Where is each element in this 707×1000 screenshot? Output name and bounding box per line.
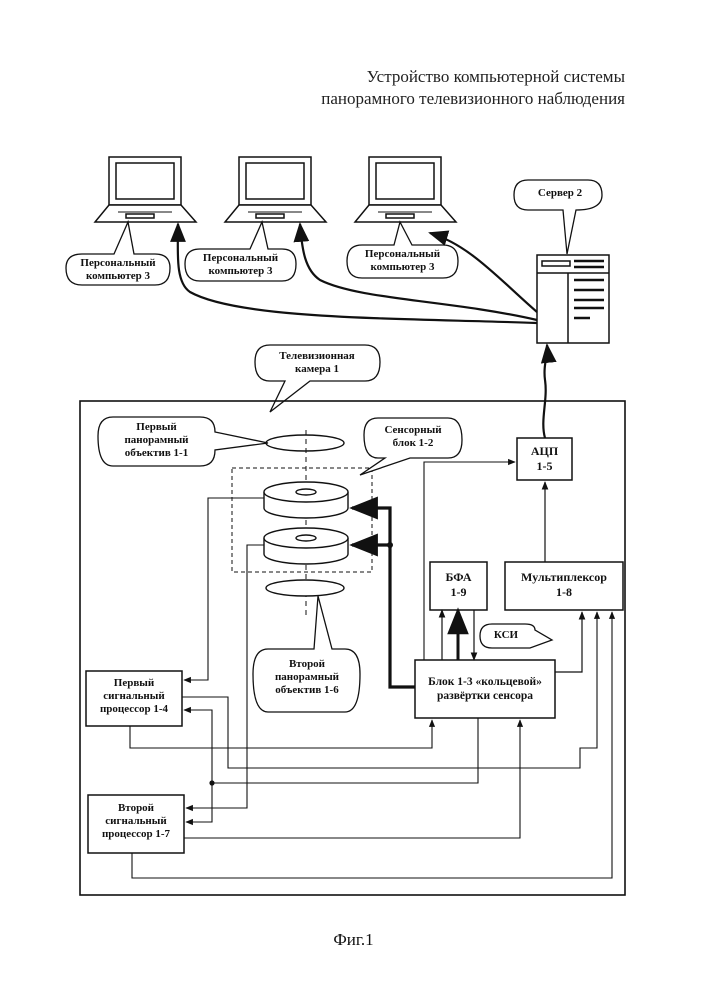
sensor-disk-lower xyxy=(264,528,348,564)
ksi-label: КСИ xyxy=(484,629,528,642)
camera-label: Телевизионнаякамера 1 xyxy=(258,350,376,376)
lens1-label: Первыйпанорамныйобъектив 1-1 xyxy=(100,421,213,460)
scan-bfa-links xyxy=(442,610,474,660)
server-label: Сервер 2 xyxy=(522,187,598,200)
proc2-to-scan xyxy=(184,720,520,838)
scan-block-label: Блок 1-3 «кольцевой»развёртки сенсора xyxy=(415,675,555,703)
laptop-2 xyxy=(225,157,326,222)
scan-to-mux xyxy=(555,612,582,672)
laptop-1 xyxy=(95,157,196,222)
scan-to-proc2 xyxy=(186,783,212,822)
sensor-disk-upper xyxy=(264,482,348,518)
server-tower xyxy=(537,255,609,343)
figure-caption: Фиг.1 xyxy=(0,930,707,950)
pc1-label: Персональныйкомпьютер 3 xyxy=(66,257,170,283)
adc-to-server xyxy=(543,345,547,438)
bfa-label: БФА1-9 xyxy=(430,570,487,600)
proc2-label: Второйсигнальныйпроцессор 1-7 xyxy=(88,802,184,841)
sensor-to-proc1 xyxy=(184,498,264,680)
proc1-label: Первыйсигнальныйпроцессор 1-4 xyxy=(86,677,182,716)
scan-to-sensor xyxy=(352,508,415,687)
laptop-3 xyxy=(355,157,456,222)
pc2-label: Персональныйкомпьютер 3 xyxy=(185,252,296,278)
title-line-2: панорамного телевизионного наблюдения xyxy=(321,89,625,109)
title-line-1: Устройство компьютерной системы xyxy=(367,67,625,87)
lens2-label: Второйпанорамныйобъектив 1-6 xyxy=(254,658,360,697)
adc-label: АЦП1-5 xyxy=(517,444,572,474)
mux-label: Мультиплексор1-8 xyxy=(505,570,623,600)
pc3-label: Персональныйкомпьютер 3 xyxy=(347,248,458,274)
sensor-block-label: Сенсорныйблок 1-2 xyxy=(364,424,462,450)
lens-1-1 xyxy=(266,435,344,451)
lens-1-6 xyxy=(266,580,344,596)
